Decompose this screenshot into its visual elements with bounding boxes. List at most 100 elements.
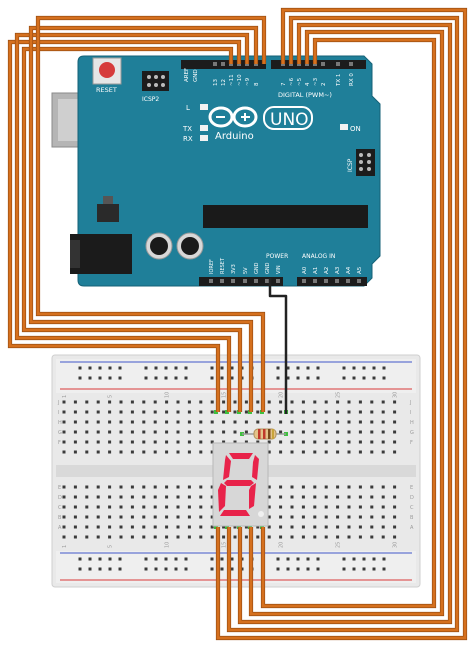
power-pin-socket (265, 279, 269, 283)
column-number: 1 (62, 395, 68, 398)
breadboard-hole (381, 495, 385, 499)
rail-hole (154, 366, 158, 370)
rail-hole (174, 366, 178, 370)
breadboard-hole (279, 515, 283, 519)
breadboard-hole (199, 485, 203, 489)
reset-button-cap[interactable] (99, 62, 115, 78)
breadboard-hole (313, 430, 317, 434)
digital-pin-label: ~9 (245, 77, 251, 86)
breadboard-hole (187, 450, 191, 454)
rail-hole (352, 366, 356, 370)
breadboard-hole (62, 440, 66, 444)
power-jack (70, 234, 132, 274)
breadboard-hole (267, 485, 271, 489)
rail-hole (98, 567, 102, 571)
breadboard-hole (130, 525, 134, 529)
breadboard-hole (73, 485, 77, 489)
breadboard-hole (176, 495, 180, 499)
breadboard-hole (199, 505, 203, 509)
breadboard-hole (119, 485, 123, 489)
jumper-wire (261, 38, 436, 608)
digital-pin-label: 13 (213, 79, 219, 86)
breadboard-hole (290, 505, 294, 509)
breadboard-hole (290, 535, 294, 539)
resistor (242, 428, 286, 440)
breadboard-hole (290, 430, 294, 434)
resistor-band-3 (268, 429, 271, 439)
column-number: 20 (279, 392, 285, 398)
rail-hole (220, 557, 224, 561)
column-number: 20 (279, 542, 285, 548)
breadboard-hole (370, 535, 374, 539)
breadboard-hole (324, 440, 328, 444)
power-pin-label: VIN (276, 265, 282, 274)
breadboard-hole (176, 430, 180, 434)
breadboard-hole (187, 535, 191, 539)
breadboard-hole (222, 430, 226, 434)
breadboard-hole (301, 505, 305, 509)
rail-hole (98, 376, 102, 380)
breadboard-hole (336, 515, 340, 519)
breadboard-hole (73, 410, 77, 414)
breadboard-hole (313, 440, 317, 444)
breadboard-hole (142, 410, 146, 414)
jumper-wire (22, 47, 242, 412)
rail-hole (154, 376, 158, 380)
rail-hole (316, 567, 320, 571)
arduino-brand: Arduino (215, 131, 254, 142)
rail-hole (164, 366, 168, 370)
jumper-wire (227, 16, 459, 632)
breadboard-hole (267, 440, 271, 444)
breadboard-hole (347, 495, 351, 499)
breadboard-hole (210, 440, 214, 444)
column-number: 5 (108, 395, 114, 398)
breadboard-hole (313, 400, 317, 404)
breadboard-hole (176, 535, 180, 539)
breadboard-hole (336, 400, 340, 404)
breadboard-hole (210, 400, 214, 404)
breadboard-hole (119, 400, 123, 404)
breadboard-hole (96, 505, 100, 509)
breadboard-hole (85, 485, 89, 489)
digital-pin-label: TX 1 (336, 74, 342, 87)
breadboard-hole (130, 485, 134, 489)
resistor-band-2 (263, 429, 266, 439)
breadboard-hole (358, 440, 362, 444)
breadboard-hole (381, 535, 385, 539)
breadboard-hole (142, 535, 146, 539)
digital-pin-label: ~3 (313, 77, 319, 86)
rail-hole (118, 567, 122, 571)
breadboard-hole (176, 420, 180, 424)
breadboard-hole (187, 505, 191, 509)
breadboard-hole (393, 400, 397, 404)
breadboard-hole (244, 410, 248, 414)
digital-pin-label: ~10 (237, 74, 243, 86)
breadboard-hole (279, 450, 283, 454)
capacitor-right (176, 232, 204, 260)
breadboard-hole (176, 525, 180, 529)
analog-pin-label: A2 (324, 267, 330, 274)
row-letter: I (58, 410, 59, 416)
rail-hole (362, 557, 366, 561)
rail-hole (230, 376, 234, 380)
row-letter: H (58, 420, 62, 426)
rail-hole (316, 557, 320, 561)
breadboard-hole (313, 410, 317, 414)
breadboard-hole (336, 525, 340, 529)
row-letter: H (410, 420, 414, 426)
digital-pin-socket (213, 62, 217, 66)
breadboard-hole (108, 440, 112, 444)
breadboard-hole (142, 515, 146, 519)
breadboard-hole (176, 515, 180, 519)
breadboard-hole (347, 440, 351, 444)
rail-hole (382, 567, 386, 571)
analog-pin-socket (346, 279, 350, 283)
breadboard-hole (96, 485, 100, 489)
rail-hole (372, 567, 376, 571)
breadboard-hole (119, 525, 123, 529)
breadboard-hole (324, 495, 328, 499)
breadboard-hole (108, 450, 112, 454)
icsp-header (356, 149, 375, 176)
aref-label: AREF (184, 68, 190, 82)
